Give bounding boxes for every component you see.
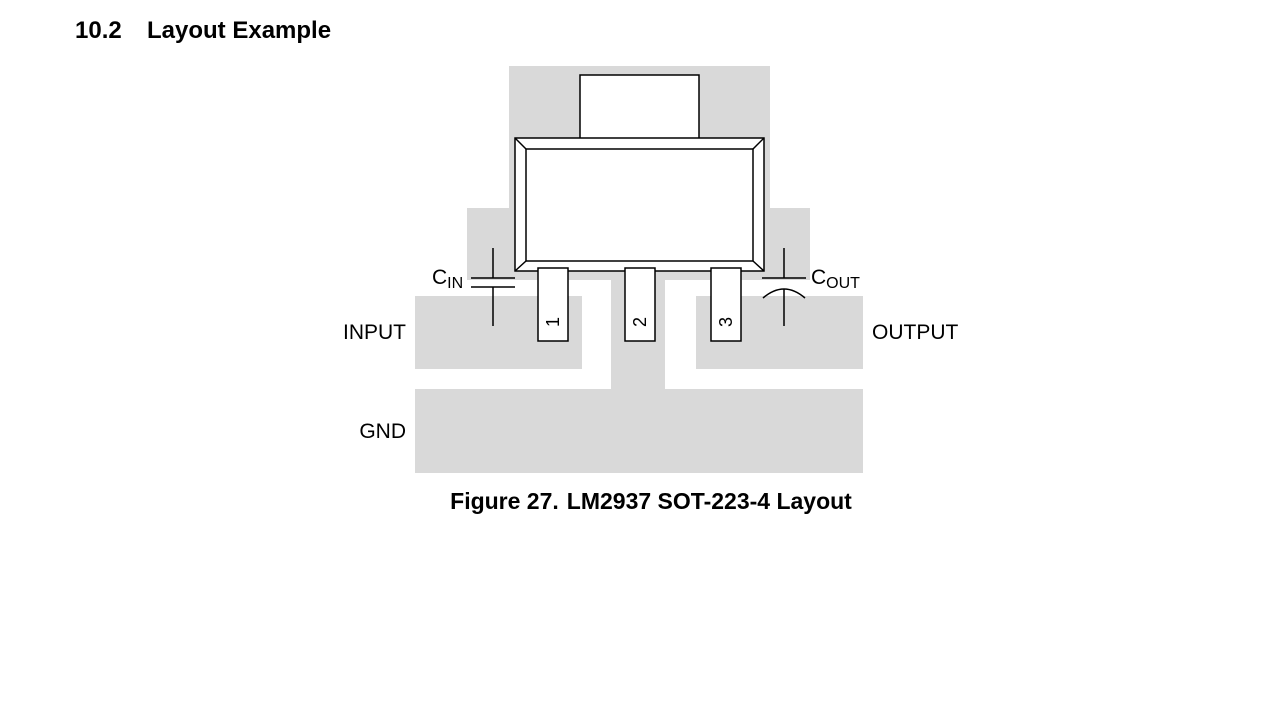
figure-number: Figure 27. <box>450 488 559 514</box>
package-tab <box>579 74 700 144</box>
lead-1 <box>537 267 569 342</box>
cin-capacitor-symbol <box>471 248 515 326</box>
section-heading: 10.2 Layout Example <box>75 17 331 45</box>
lead-2 <box>624 267 656 342</box>
cout-label: COUT <box>811 266 860 292</box>
cin-label: CIN <box>432 266 463 292</box>
gnd-pad <box>415 280 863 473</box>
output-label: OUTPUT <box>872 321 959 344</box>
package-leads <box>537 267 742 342</box>
package-body-inner <box>525 148 754 262</box>
cout-capacitor-symbol <box>762 248 806 326</box>
input-label: INPUT <box>343 321 406 344</box>
pin-number-3: 3 <box>716 317 736 327</box>
pin-number-1: 1 <box>543 317 563 327</box>
figure-title: LM2937 SOT-223-4 Layout <box>566 488 852 514</box>
sot223-package <box>514 74 765 272</box>
section-number: 10.2 <box>75 17 122 44</box>
section-title: Layout Example <box>147 17 332 44</box>
pin-number-2: 2 <box>630 317 650 327</box>
gnd-label: GND <box>359 420 406 443</box>
figure-caption: Figure 27. LM2937 SOT-223-4 Layout <box>0 488 1280 515</box>
pin-numbers: 1 2 3 <box>543 317 736 327</box>
lead-3 <box>710 267 742 342</box>
